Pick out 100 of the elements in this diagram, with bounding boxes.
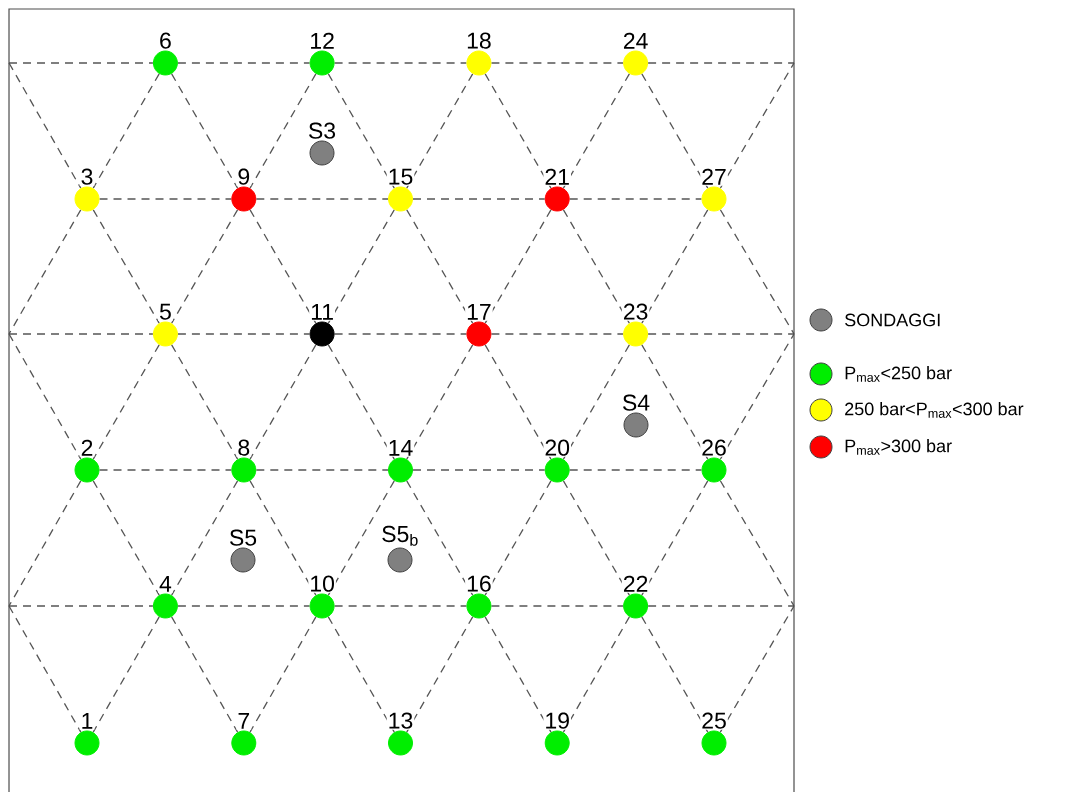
grid-line xyxy=(719,605,795,733)
grid-line xyxy=(719,333,795,460)
node-label: 20 xyxy=(545,439,570,456)
grid-line xyxy=(327,480,395,596)
grid-line xyxy=(92,344,160,460)
grid-line xyxy=(490,62,624,64)
node-label: 27 xyxy=(702,168,726,185)
sample-point: 13 xyxy=(386,711,415,756)
grid-line xyxy=(177,333,311,335)
node-label: S5 xyxy=(229,529,257,546)
grid-line xyxy=(719,209,795,335)
grid-line xyxy=(249,344,317,460)
grid-line xyxy=(562,480,630,596)
grid-line xyxy=(490,605,624,607)
node-label: S4 xyxy=(622,394,650,411)
grid-line xyxy=(406,209,474,324)
grid-line xyxy=(177,605,311,607)
sample-point: 12 xyxy=(308,31,336,76)
sample-point: 7 xyxy=(231,711,257,756)
grid-line xyxy=(647,333,795,335)
grid-line xyxy=(412,469,546,471)
grid-line xyxy=(327,209,395,324)
node-label: 21 xyxy=(545,168,569,185)
legend-label: 250 bar<P$_{max}$<300 bar xyxy=(845,402,1024,418)
node-label: 7 xyxy=(238,712,250,729)
grid-line xyxy=(641,616,709,733)
node-label: 11 xyxy=(311,303,333,320)
grid-line xyxy=(719,62,795,189)
grid-line xyxy=(647,62,795,64)
grid-line xyxy=(641,344,709,460)
node-label: 22 xyxy=(623,575,648,592)
legend-label: P$_{max}$>300 bar xyxy=(845,439,952,455)
grid-line xyxy=(249,73,317,189)
sample-point: 18 xyxy=(465,31,493,76)
grid-line xyxy=(719,480,795,607)
sample-point: 15 xyxy=(386,167,415,212)
sample-point: 3 xyxy=(74,167,100,212)
grid-line xyxy=(171,209,239,324)
sample-point: 4 xyxy=(152,574,178,619)
grid-line xyxy=(8,62,82,189)
grid-line xyxy=(8,605,154,607)
grid-line xyxy=(8,62,154,64)
grid-line xyxy=(249,480,317,596)
grid-line xyxy=(641,73,709,189)
sample-point: 9 xyxy=(231,167,257,212)
grid-line xyxy=(484,616,552,733)
grid-line xyxy=(92,616,160,733)
node-label: 12 xyxy=(311,32,334,49)
grid-line xyxy=(327,616,395,733)
node-label: 6 xyxy=(160,32,171,49)
grid-line xyxy=(641,480,709,596)
node-label: 15 xyxy=(389,168,413,185)
grid-line xyxy=(249,209,317,324)
sample-point: 27 xyxy=(700,167,728,212)
node-label: 23 xyxy=(623,303,648,320)
node-label: 2 xyxy=(81,439,93,456)
grid-line xyxy=(490,333,624,335)
sample-point: 5 xyxy=(152,302,178,347)
grid-line xyxy=(333,62,468,64)
grid-line xyxy=(171,344,239,460)
grid-line xyxy=(333,605,468,607)
legend-label: P$_{max}$<250 bar xyxy=(845,366,952,382)
grid-line xyxy=(412,198,546,200)
grid-line xyxy=(8,333,82,460)
grid-line xyxy=(255,469,389,471)
node-label: 17 xyxy=(467,303,491,320)
node-label: 26 xyxy=(702,439,726,456)
grid-line xyxy=(569,198,703,200)
node-label: 19 xyxy=(546,712,569,729)
sample-point: 11 xyxy=(309,302,336,347)
grid-line xyxy=(333,333,468,335)
sample-point: 8 xyxy=(231,438,257,483)
grid-line xyxy=(562,344,630,460)
sample-point: 23 xyxy=(621,302,650,347)
grid-line xyxy=(406,616,474,733)
node-label: 1 xyxy=(82,712,93,729)
grid-line xyxy=(406,480,474,596)
sample-point: 16 xyxy=(465,574,493,619)
legend-label: SONDAGGI xyxy=(845,313,940,327)
grid-line xyxy=(484,209,552,324)
grid-line xyxy=(92,209,160,324)
node-label: 25 xyxy=(702,712,726,729)
node-label: 10 xyxy=(311,575,335,592)
node-label: 18 xyxy=(467,32,491,49)
node-label: 9 xyxy=(238,168,250,185)
grid-line xyxy=(8,605,82,733)
grid-line xyxy=(8,480,82,607)
grid-line xyxy=(647,605,795,607)
node-label: 4 xyxy=(159,575,172,592)
grid-line xyxy=(327,73,395,189)
sample-point: 21 xyxy=(543,167,571,212)
grid-line xyxy=(8,333,154,335)
grid-line xyxy=(171,480,239,596)
sample-point: 22 xyxy=(621,574,650,619)
grid-line xyxy=(562,73,630,189)
grid-line xyxy=(562,209,630,324)
grid-line xyxy=(406,344,474,460)
grid-line xyxy=(562,616,631,733)
grid-line xyxy=(484,344,552,460)
grid-line xyxy=(484,73,552,189)
